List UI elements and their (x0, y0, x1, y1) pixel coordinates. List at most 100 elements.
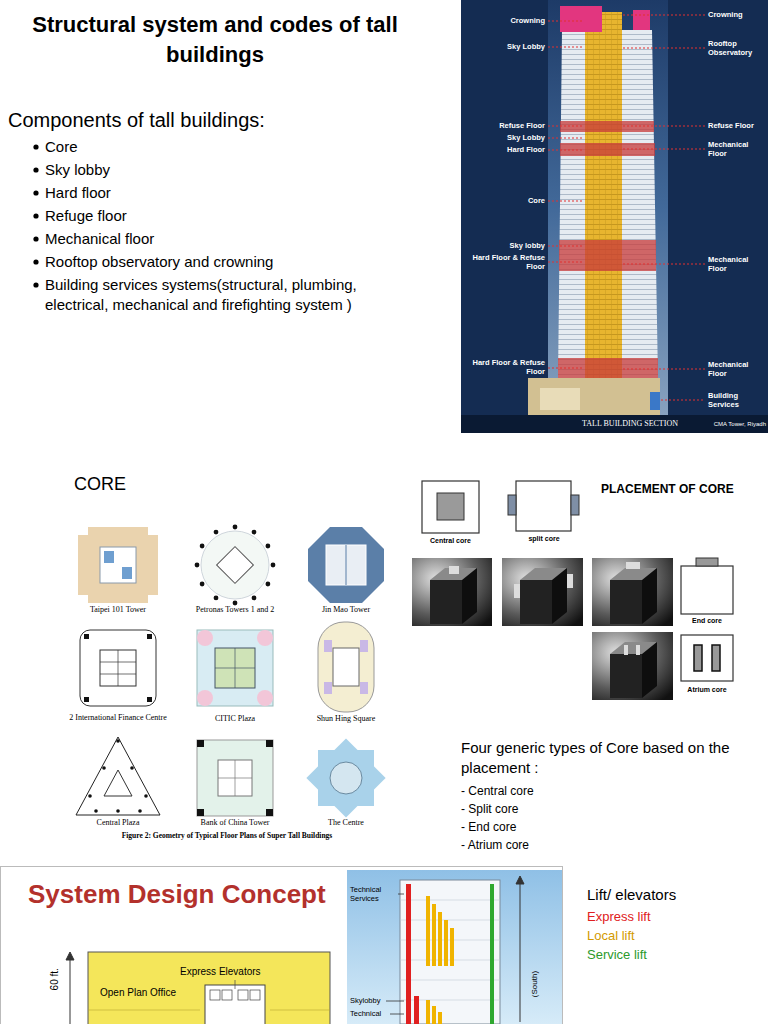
floor-plan-figures-part-part (116, 739, 120, 743)
tall-building-section-part (558, 121, 658, 380)
system-design-panel-part-part (222, 990, 232, 1000)
floor-plan-figures-part-part (218, 778, 252, 779)
core-placement-figures-part (430, 580, 462, 624)
bullet-dots-part (33, 167, 38, 172)
elevator-section-part (490, 884, 494, 1024)
plan-caption: Petronas Towers 1 and 2 (175, 605, 295, 615)
tall-building-section-part-part (548, 200, 584, 201)
plan-caption: The Centre (286, 818, 406, 828)
legend-heading: Lift/ elevators (587, 886, 762, 905)
system-design-panel-part (205, 985, 265, 1024)
floor-plan-figures-part-part (252, 530, 257, 535)
bullet-dots-part (33, 144, 38, 149)
section-callout: Hard Floor & Refuse Floor (470, 253, 545, 271)
floor-plan-figures-part (76, 737, 160, 815)
core-placement-figures-part (592, 558, 673, 626)
floor-plan-figures-part-part (233, 601, 238, 606)
elevator-section-part-part (400, 900, 500, 901)
core-placement-figures (412, 481, 733, 700)
elevator-section-part (516, 876, 524, 1022)
tall-building-section-part-part (548, 46, 584, 47)
floor-plan-figures-part (306, 738, 385, 817)
tall-building-section-part-part (623, 148, 705, 149)
core-placement-figures-part (610, 580, 642, 624)
floor-plan-figures-part (218, 760, 252, 796)
core-placement-figures-part (508, 495, 516, 515)
elevator-section-part-part (516, 876, 524, 884)
plan-caption: Taipei 101 Tower (58, 605, 178, 615)
section-callout: Hard Floor (470, 145, 545, 154)
floor-plan-figures-part-part (214, 530, 219, 535)
elevator-section-part (406, 884, 411, 1024)
source-note: CMA Tower, Riyadh (708, 421, 766, 429)
system-design-panel-part (88, 952, 330, 1024)
core-placement-figures-part (516, 481, 571, 531)
floor-plan-figures-part (100, 650, 136, 686)
tall-building-section-part (560, 6, 602, 32)
core-placement-figures-part (422, 481, 479, 533)
elevator-section-part-part (432, 1006, 436, 1024)
bullet-dots (33, 144, 38, 287)
core-placement-figures-part (642, 568, 657, 624)
elevator-section-part-part (386, 1001, 404, 1002)
system-design-panel-part (1, 867, 563, 1024)
floor-plan-figures-part (333, 648, 359, 686)
floor-plan-figures-part (80, 630, 156, 706)
slide-title: Structural system and codes of tall buil… (10, 10, 420, 69)
floor-plan-figures-part-part (94, 809, 98, 813)
floor-plan-figures-part-part (147, 697, 152, 702)
tall-building-section-part (461, 415, 768, 433)
figure-caption: TALL BUILDING SECTION (555, 419, 705, 429)
tall-building-section-part (540, 388, 580, 410)
tall-building-section-part-part (623, 47, 705, 48)
core-placement-figures-part (696, 558, 718, 566)
elevator-section-part-part (444, 920, 448, 966)
system-design-panel-part-part (210, 990, 220, 1000)
tall-building-section-part-part (548, 149, 584, 150)
core-placement-figures-part (681, 635, 733, 681)
floor-plan-figures-part (217, 547, 254, 584)
part-label: Open Plan Office (100, 987, 204, 1000)
elevator-section-part-part (450, 928, 454, 966)
core-placement-figures-part (624, 645, 628, 655)
tall-building-section-part (548, 0, 668, 415)
core-placement-figures-part (681, 566, 733, 614)
elevator-section-part-part (432, 904, 436, 966)
bullet-item: Mechanical floor (45, 229, 425, 249)
section-callout: Mechanical Floor (708, 140, 766, 158)
core-placement-figures-part (462, 568, 477, 624)
floor-plan-figures-part-part (233, 525, 238, 530)
core-placement-figures-part (626, 562, 640, 569)
tall-building-section-part (528, 378, 660, 415)
floor-plan-figures-part (88, 739, 148, 813)
elevator-section-part (400, 900, 500, 1000)
floor-plan-figures-part (122, 567, 132, 579)
core-placement-figures-part (636, 645, 640, 655)
floor-plan-figures-part-part (252, 596, 257, 601)
system-design-panel-part-part (88, 1010, 200, 1011)
section-heading: PLACEMENT OF CORE (601, 482, 766, 497)
floor-plan-figures-part-part (84, 697, 89, 702)
part-label: Skylobby (350, 996, 396, 1005)
elevator-section-part (347, 870, 562, 1024)
elevator-section-part-part (438, 1012, 442, 1024)
tall-building-section-part-part (661, 399, 705, 400)
core-placement-figures-part (592, 632, 673, 700)
floor-plan-figures-part (100, 650, 136, 686)
section-callout: Core (470, 196, 545, 205)
system-design-panel-part-part (238, 990, 248, 1000)
tall-building-section-part-part (548, 261, 584, 262)
plan-caption: Bank of China Tower (175, 818, 295, 828)
dimension-label: 60 ft. (49, 949, 62, 1009)
bullet-item: Sky lobby (45, 160, 425, 180)
section-callout: Sky lobby (470, 241, 545, 250)
floor-plan-figures-part-part (197, 740, 204, 747)
section-callout: Crowning (708, 10, 766, 19)
core-type-caption: End core (677, 617, 737, 626)
floor-plan-figures-part-part (102, 766, 106, 770)
floor-plan-figures-part-part (266, 582, 271, 587)
core-placement-figures-part (694, 645, 702, 671)
section-callout: Rooftop Observatory (708, 39, 766, 57)
floor-plan-figures-part-part (257, 690, 273, 706)
